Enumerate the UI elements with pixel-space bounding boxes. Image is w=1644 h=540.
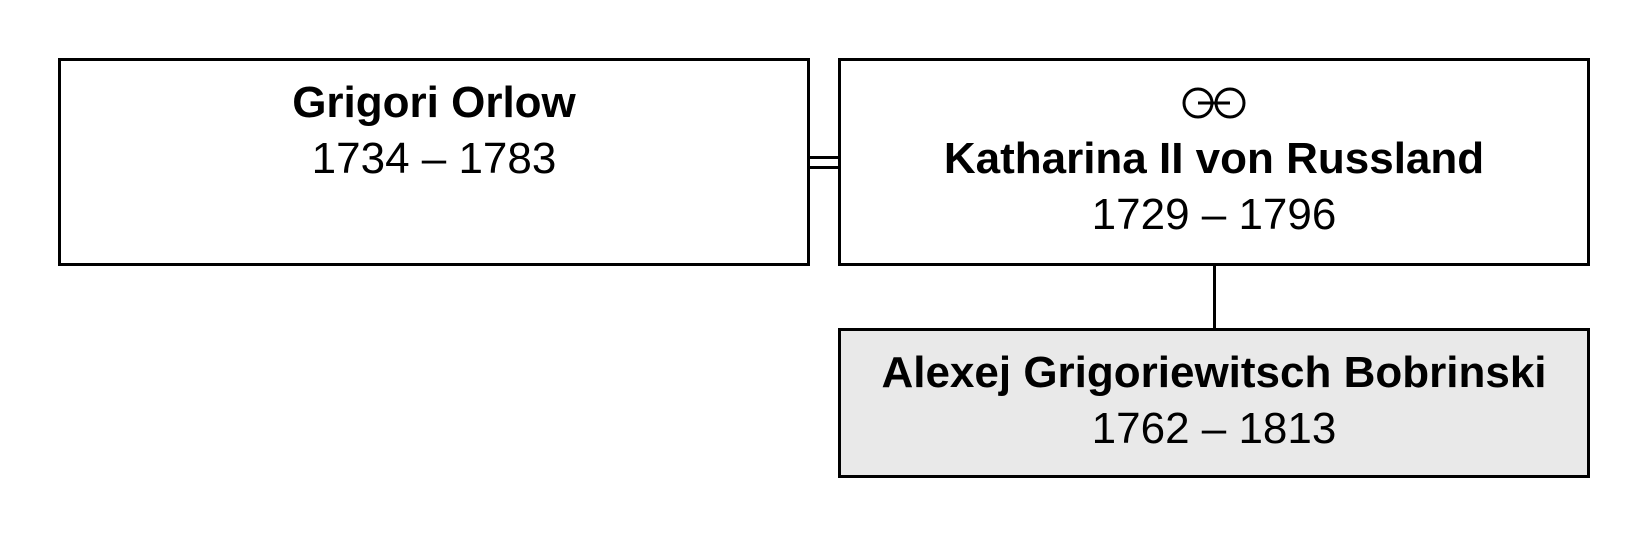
partnership-connector-line (810, 156, 838, 159)
person-name: Grigori Orlow (292, 78, 576, 127)
person-dates: 1734 – 1783 (311, 134, 557, 183)
person-box-grigori-orlow: Grigori Orlow 1734 – 1783 (58, 58, 810, 266)
person-box-alexej-bobrinski: Alexej Grigoriewitsch Bobrinski 1762 – 1… (838, 328, 1590, 478)
person-box-katharina-ii: Katharina II von Russland 1729 – 1796 (838, 58, 1590, 266)
person-dates: 1762 – 1813 (1091, 404, 1337, 453)
unmarried-partnership-icon (841, 75, 1587, 131)
descent-connector-line (1213, 266, 1216, 328)
person-name: Alexej Grigoriewitsch Bobrinski (881, 348, 1547, 397)
person-name: Katharina II von Russland (943, 134, 1485, 183)
person-dates: 1729 – 1796 (1091, 190, 1337, 239)
partnership-connector-line (810, 166, 838, 169)
